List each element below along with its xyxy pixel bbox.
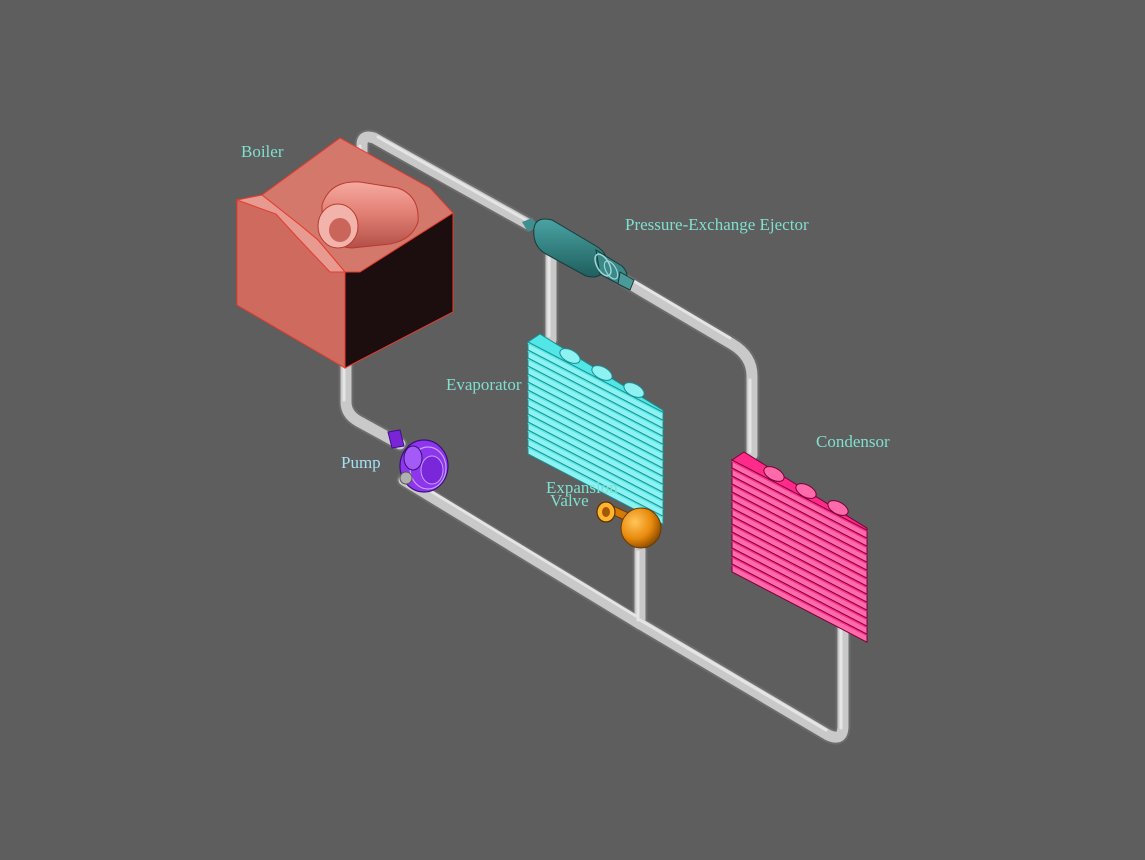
fin-edge	[527, 358, 664, 431]
boiler-drum	[317, 181, 419, 249]
fin-edge	[527, 430, 664, 503]
boiler-icon	[235, 137, 454, 369]
fin-edge	[731, 540, 868, 613]
fin-edge	[527, 342, 664, 415]
fin-edge	[731, 484, 868, 557]
fin-edge	[527, 366, 664, 439]
port	[591, 365, 613, 381]
label-condensor: Condensor	[816, 432, 890, 451]
port	[795, 483, 817, 499]
fin-edge	[527, 414, 664, 487]
label-valve-line2: Valve	[550, 491, 589, 510]
fin-edge	[731, 468, 868, 541]
label-ejector: Pressure-Exchange Ejector	[625, 215, 809, 234]
label-boiler: Boiler	[241, 142, 284, 161]
fin-edge	[527, 446, 664, 519]
fin-edge	[527, 374, 664, 447]
port	[623, 382, 645, 398]
evaporator-icon	[527, 333, 664, 526]
fin-edge	[527, 406, 664, 479]
ejector-icon	[522, 218, 635, 291]
fin-edge	[527, 398, 664, 471]
fin-edge	[527, 350, 664, 423]
fin-edge	[731, 508, 868, 581]
fin-edge	[731, 492, 868, 565]
port	[763, 466, 785, 482]
pipe-network	[338, 129, 851, 745]
fin-edge	[527, 382, 664, 455]
label-pump: Pump	[341, 453, 381, 472]
fin-edge	[731, 532, 868, 605]
fin-edge	[731, 556, 868, 629]
fin-edge	[527, 422, 664, 495]
pump-icon	[387, 429, 449, 493]
fin-edge	[731, 476, 868, 549]
fin-edge	[731, 548, 868, 621]
label-evaporator: Evaporator	[446, 375, 522, 394]
fin-edge	[527, 390, 664, 463]
label-valve-line1: Expansion	[546, 478, 618, 497]
fin-edge	[731, 500, 868, 573]
port	[559, 348, 581, 364]
fin-edge	[731, 524, 868, 597]
labels: Boiler Pressure-Exchange Ejector Evapora…	[241, 142, 890, 510]
fin-edge	[731, 516, 868, 589]
port	[827, 500, 849, 516]
fin-edge	[731, 460, 868, 533]
condensor-icon	[731, 451, 868, 644]
fin-edge	[527, 438, 664, 511]
fin-edge	[731, 564, 868, 637]
valve-icon	[596, 501, 662, 549]
